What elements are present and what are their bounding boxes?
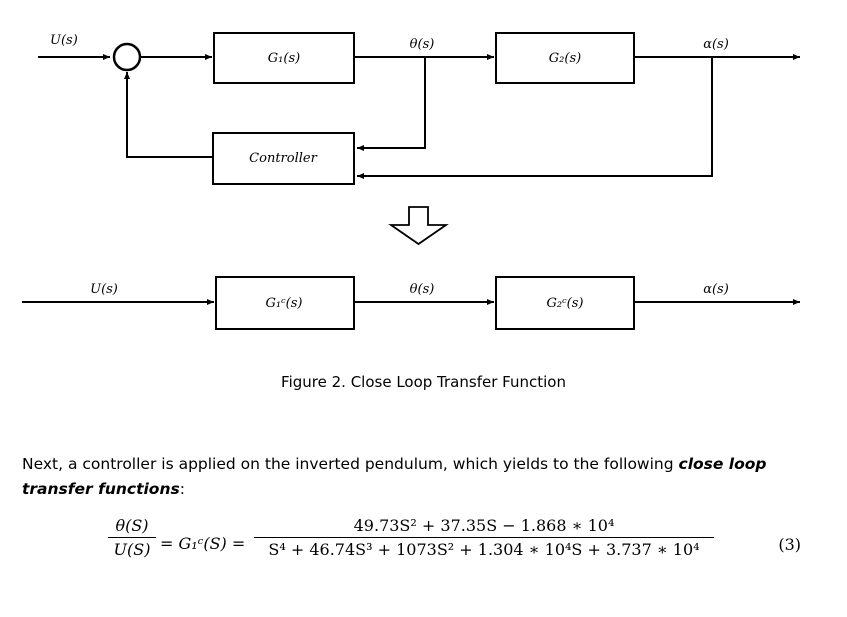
top-g1-label: G₁(s): [268, 51, 300, 66]
transform-arrow-icon: [388, 206, 449, 246]
equation-middle: = G₁ᶜ(S) =: [160, 534, 246, 553]
equation-number: (3): [778, 535, 801, 554]
body-paragraph: Next, a controller is applied on the inv…: [22, 452, 822, 502]
summing-junction: [112, 42, 142, 72]
lhs-fraction: θ(S) U(S): [108, 516, 156, 559]
figure-caption: Figure 2. Close Loop Transfer Function: [281, 373, 566, 391]
controller-block: [212, 132, 355, 185]
paragraph-text: Next, a controller is applied on the inv…: [22, 455, 679, 473]
top-g2-label: G₂(s): [549, 51, 581, 66]
controller-label: Controller: [249, 151, 317, 166]
bottom-g1c-label: G₁ᶜ(s): [266, 296, 303, 311]
bottom-diagram: [22, 276, 800, 330]
rhs-numerator: 49.73S² + 37.35S − 1.868 ∗ 10⁴: [353, 516, 615, 535]
paragraph-colon: :: [179, 480, 185, 498]
rhs-denominator: S⁴ + 46.74S³ + 1073S² + 1.304 ∗ 10⁴S + 3…: [254, 537, 714, 559]
equation-3: θ(S) U(S) = G₁ᶜ(S) = 49.73S² + 37.35S − …: [0, 508, 847, 578]
bottom-theta-label: θ(s): [410, 282, 435, 297]
theta-feedback-line: [357, 57, 426, 151]
rhs-fraction: 49.73S² + 37.35S − 1.868 ∗ 10⁴ S⁴ + 46.7…: [254, 516, 714, 559]
block-diagram: U(s) G₁(s) θ(s) G₂(s) α(s) Controller U(…: [22, 32, 800, 330]
top-theta-label: θ(s): [410, 37, 435, 52]
top-alpha-label: α(s): [703, 37, 729, 52]
lhs-denominator: U(S): [108, 537, 156, 559]
bottom-alpha-label: α(s): [703, 282, 729, 297]
top-input-label: U(s): [50, 33, 78, 48]
lhs-numerator: θ(S): [115, 516, 149, 535]
controller-to-sum-line: [124, 72, 213, 158]
paragraph-emphasis: close loop transfer functions: [22, 455, 767, 498]
bottom-g2c-label: G₂ᶜ(s): [547, 296, 584, 311]
alpha-feedback-line: [357, 57, 713, 179]
bottom-input-label: U(s): [90, 282, 118, 297]
top-diagram: [38, 32, 800, 185]
